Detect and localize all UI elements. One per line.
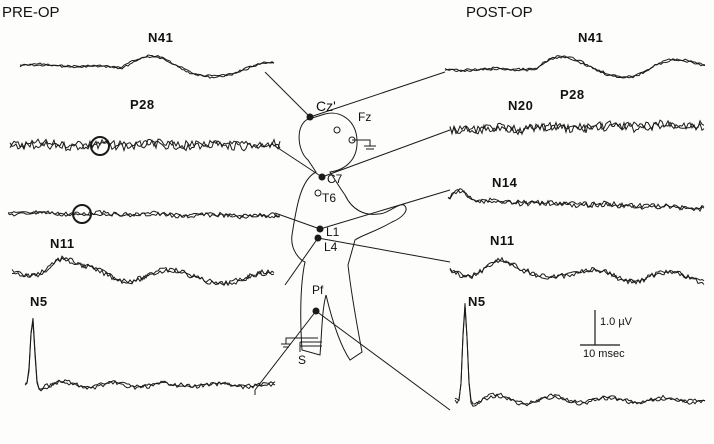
post-n14-trace-1 [447, 187, 705, 211]
post-n11-trace-1 [449, 259, 705, 284]
post-n14-trace-2 [447, 188, 705, 212]
ground-icon [352, 139, 376, 150]
pre-p28-label: P28 [130, 97, 155, 112]
post-p28-label: P28 [560, 87, 585, 102]
post-n41-trace-2 [444, 55, 706, 79]
electrode-dot [314, 189, 322, 197]
absent-peak-circle-third [72, 204, 92, 224]
electrode-dot [312, 307, 320, 315]
pre-n41-label: N41 [148, 30, 174, 45]
post-n5-label: N5 [468, 294, 486, 309]
electrode-lead-line [274, 212, 321, 230]
electrode-dot [306, 113, 314, 121]
child-figure-outline [291, 112, 407, 361]
electrode-fz-label: Fz [358, 110, 372, 124]
post-n41-trace-1 [444, 55, 706, 79]
pre-n11-label: N11 [50, 236, 75, 251]
electrode-lead-line [309, 71, 446, 118]
electrode-s-label: S [298, 353, 307, 367]
electrode-dot [316, 225, 324, 233]
pre-n5-trace-1 [24, 321, 276, 392]
post-op-heading: POST-OP [466, 4, 533, 21]
electrode-c7-label: C7 [327, 172, 343, 186]
post-n5-trace-2 [454, 307, 706, 407]
electrode-dot [314, 234, 322, 242]
pre-third-trace-2 [7, 209, 281, 220]
post-n20-trace-1 [449, 119, 705, 135]
electrode-l4-label: L4 [324, 240, 338, 254]
electrode-cz-label: Cz' [316, 98, 336, 114]
pre-n11-trace-2 [11, 257, 275, 286]
post-n11-trace-2 [449, 256, 705, 285]
post-n41-label: N41 [578, 30, 604, 45]
pre-n41-trace-2 [19, 54, 275, 77]
electrode-lead-line [321, 129, 451, 178]
post-n14-label: N14 [492, 175, 518, 190]
scale-amplitude-label: 1.0 µV [600, 316, 633, 328]
electrode-lead-line [319, 189, 451, 230]
pre-p28-trace-2 [9, 138, 281, 153]
pre-n5-label: N5 [30, 294, 48, 309]
scale-time-label: 10 msec [583, 348, 625, 360]
electrode-lead-line [315, 310, 451, 411]
electrode-t6-label: T6 [322, 191, 337, 205]
stimulator-ground-icon [281, 337, 322, 352]
absent-peak-circle-p28 [90, 136, 110, 156]
pre-n41-trace-1 [19, 56, 275, 79]
pre-n5-trace-2 [24, 318, 276, 391]
post-n20-label: N20 [508, 98, 534, 113]
electrode-dot [333, 126, 341, 134]
electrode-lead-line [284, 237, 319, 286]
electrode-lead-line [317, 237, 451, 263]
pre-n11-trace-1 [11, 255, 275, 287]
electrode-l1-label: L1 [326, 225, 340, 239]
post-n11-label: N11 [490, 233, 515, 248]
post-n5-trace-1 [454, 303, 706, 405]
electrode-dot [318, 173, 326, 181]
pre-op-heading: PRE-OP [2, 4, 60, 21]
post-n20-trace-2 [449, 119, 705, 136]
electrode-lead-line [264, 71, 311, 118]
electrode-pf-label: Pf [312, 283, 324, 297]
electrode-lead-line [254, 310, 317, 391]
electrode-lead-line [274, 145, 323, 178]
